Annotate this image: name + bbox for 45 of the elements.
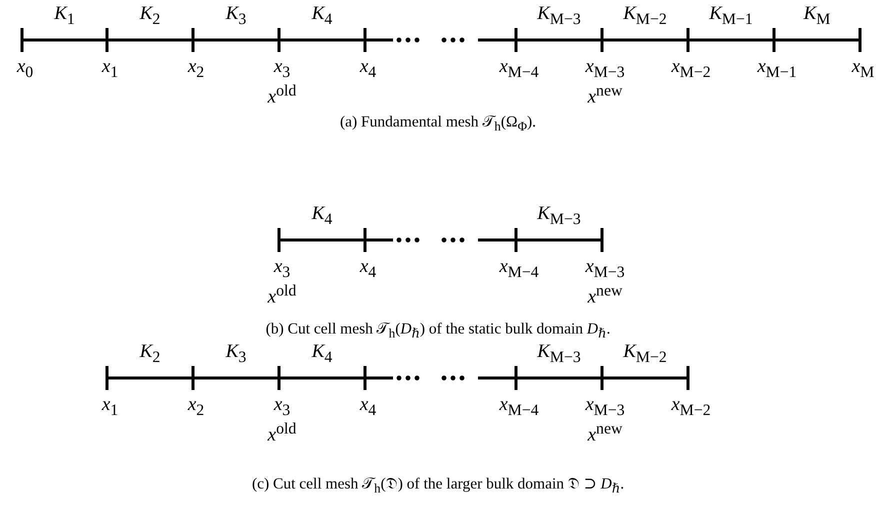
node-label: x$_{M−1}$	[757, 57, 797, 81]
cell-label: K$_{4}$	[312, 342, 332, 366]
node-label: x$_{2}$	[188, 395, 204, 419]
node-label: x$_{M−4}$	[499, 257, 539, 281]
node-label: x$_{M−3}$	[585, 257, 625, 281]
cell-label: K$_{1}$	[54, 4, 75, 28]
node-label: x$_{3}$	[274, 395, 290, 419]
node-label: x$_{3}$	[274, 57, 290, 81]
node-annotation: x$^{old}$	[268, 421, 296, 445]
node-label: x$_{4}$	[360, 257, 376, 281]
cell-label: K$_{2}$	[140, 342, 160, 366]
node-label: x$_{1}$	[102, 395, 118, 419]
subcaption: (b) Cut cell mesh 𝒯$_{h}$(D$_{ℏ}$) of the static bulk domain D$_{ℏ}$.	[266, 322, 610, 340]
cell-label: K$_{M−2}$	[623, 4, 667, 28]
node-label: x$_{1}$	[102, 57, 118, 81]
cell-label: K$_{3}$	[226, 342, 246, 366]
subcaption: (a) Fundamental mesh 𝒯$_{h}$(Ω$_{Φ}$).	[340, 114, 536, 134]
cell-label: K$_{M−3}$	[537, 342, 581, 366]
node-annotation: x$^{new}$	[588, 421, 622, 445]
node-label: x$_{M−4}$	[499, 57, 539, 81]
cell-label: K$_{M−2}$	[623, 342, 667, 366]
node-label: x$_{M−3}$	[585, 395, 625, 419]
node-label: x$_{M−2}$	[671, 57, 711, 81]
node-label: x$_{4}$	[360, 395, 376, 419]
node-label: x$_{2}$	[188, 57, 204, 81]
cell-label: K$_{M−3}$	[537, 204, 581, 228]
node-annotation: x$^{new}$	[588, 283, 622, 307]
cell-label: K$_{M}$	[804, 4, 830, 28]
cell-label: K$_{4}$	[312, 204, 332, 228]
cell-label: K$_{2}$	[140, 4, 160, 28]
node-annotation: x$^{old}$	[268, 283, 296, 307]
node-label: x$_{3}$	[274, 257, 290, 281]
cell-label: K$_{M−1}$	[709, 4, 753, 28]
node-label: x$_{4}$	[360, 57, 376, 81]
cell-label: K$_{M−3}$	[537, 4, 581, 28]
subcaption: (c) Cut cell mesh 𝒯$_{h}$(𝔇) of the larger bulk domain 𝔇 ⊃ D$_{ℏ}$.	[252, 476, 624, 496]
node-label: x$_{M−4}$	[499, 395, 539, 419]
cell-label: K$_{4}$	[312, 4, 332, 28]
node-label: x$_{M−2}$	[671, 395, 711, 419]
node-label: x$_{M}$	[852, 57, 874, 81]
node-annotation: x$^{new}$	[588, 83, 622, 107]
node-annotation: x$^{old}$	[268, 83, 296, 107]
node-label: x$_{M−3}$	[585, 57, 625, 81]
cell-label: K$_{3}$	[226, 4, 246, 28]
node-label: x$_{0}$	[16, 57, 34, 81]
